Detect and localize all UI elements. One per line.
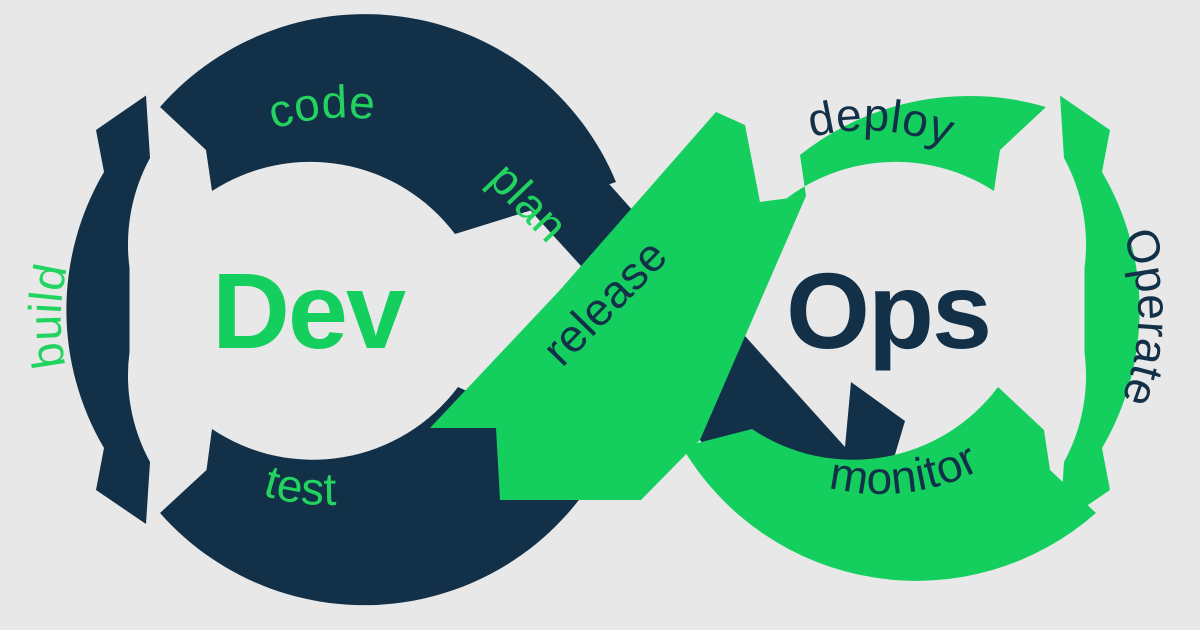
ops-loop [430,95,1140,581]
operate-segment-shape [1060,95,1140,524]
green-crossing-shape [430,112,806,500]
wordmarks: Dev Ops [212,250,992,371]
crossing-band-green [430,112,806,500]
deploy-segment-shape [751,95,1046,235]
stage-segment-monitor[interactable] [682,387,1096,581]
ops-wordmark: Ops [786,250,990,371]
stage-segment-build[interactable] [66,95,150,525]
stage-segment-operate[interactable] [1060,95,1140,525]
stage-segment-deploy[interactable] [751,95,1046,235]
monitor-segment-shape [682,387,1096,581]
build-segment-shape [66,95,150,524]
stage-label-build: build [18,259,76,372]
stage-label-test: test [259,455,337,516]
dev-wordmark: Dev [212,250,406,371]
